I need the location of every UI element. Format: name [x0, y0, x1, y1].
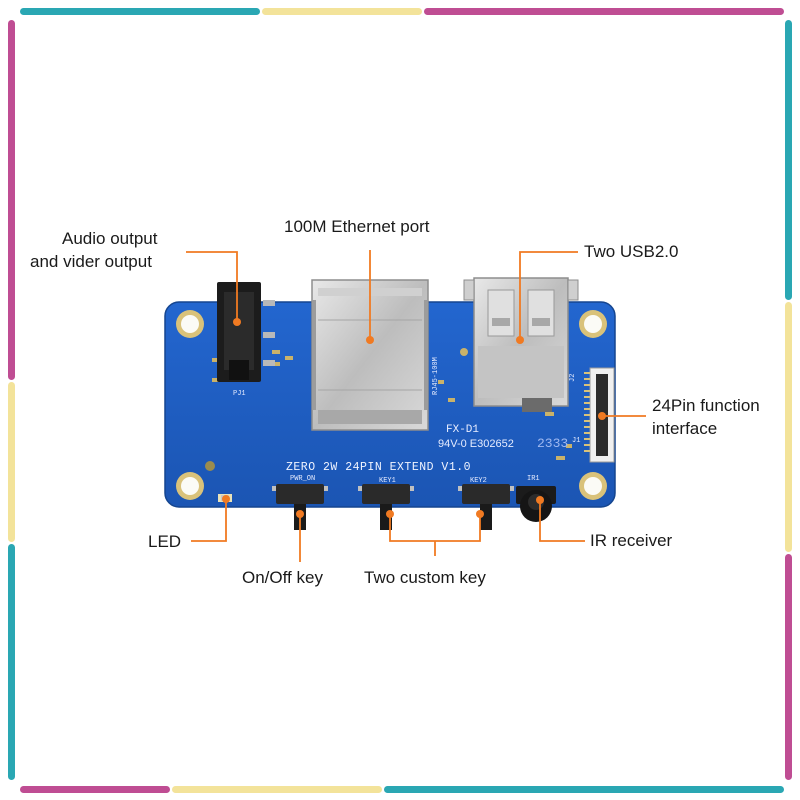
ethernet-callout-dot — [366, 336, 374, 344]
rj45-silkscreen: RJ45-100M — [432, 357, 440, 395]
audio-jack-icon — [217, 282, 275, 382]
j2-label: J2 — [569, 374, 577, 382]
usb-callout-line — [519, 251, 578, 340]
audio-callout-dot — [233, 318, 241, 326]
frame-top-left — [20, 8, 260, 15]
pin24-callout-line-2: interface — [652, 419, 718, 438]
frame-bottom-right — [384, 786, 784, 793]
pin24-callout-dot — [598, 412, 606, 420]
usb-callout-dot — [516, 336, 524, 344]
onoff-callout: On/Off key — [242, 568, 323, 587]
key2-label: KEY2 — [470, 477, 487, 485]
board-name-label: ZERO 2W 24PIN EXTEND V1.0 — [286, 461, 471, 474]
model-label: FX-D1 — [446, 424, 479, 436]
fpc-connector-icon — [584, 367, 615, 463]
custom-callout-dot-2 — [476, 510, 484, 518]
custom-callout-line — [389, 514, 481, 542]
frame-bottom-left — [20, 786, 170, 793]
frame-right-bottom — [785, 554, 792, 780]
custom-key-2-icon — [458, 484, 514, 530]
pwr-on-label: PWR_ON — [290, 475, 315, 483]
key1-label: KEY1 — [379, 477, 396, 485]
frame-top-right — [424, 8, 784, 15]
custom-callout-dot-1 — [386, 510, 394, 518]
audio-callout-line-2: and vider output — [30, 252, 152, 271]
custom-key-callout: Two custom key — [364, 568, 486, 587]
onoff-callout-dot — [296, 510, 304, 518]
audio-jack-label: PJ1 — [233, 390, 246, 398]
frame-right-mid — [785, 302, 792, 552]
frame-left-mid — [8, 382, 15, 542]
led-callout: LED — [148, 532, 182, 551]
frame-left-top — [8, 20, 15, 380]
mounting-hole-icon — [176, 310, 607, 500]
frame-right-top — [785, 20, 792, 300]
ir-callout: IR receiver — [590, 531, 673, 550]
pin24-callout-line-1: 24Pin function — [652, 396, 760, 415]
ir-callout-line — [539, 500, 585, 542]
audio-callout-line — [186, 251, 238, 322]
usb-callout: Two USB2.0 — [584, 242, 679, 261]
j1-label: J1 — [572, 437, 580, 445]
frame-bottom-mid — [172, 786, 382, 793]
frame-left-bottom — [8, 544, 15, 780]
audio-callout-line-1: Audio output — [62, 229, 158, 248]
ul-code-label: 94V-0 E302652 — [438, 438, 514, 450]
frame-top-mid — [262, 8, 422, 15]
date-code-label: 2333 — [537, 436, 568, 451]
ir-callout-dot — [536, 496, 544, 504]
led-callout-line — [191, 499, 227, 542]
led-callout-dot — [222, 495, 230, 503]
ir-silkscreen: IR1 — [527, 475, 540, 483]
ethernet-callout: 100M Ethernet port — [284, 217, 430, 236]
ir-receiver-icon — [516, 486, 556, 522]
